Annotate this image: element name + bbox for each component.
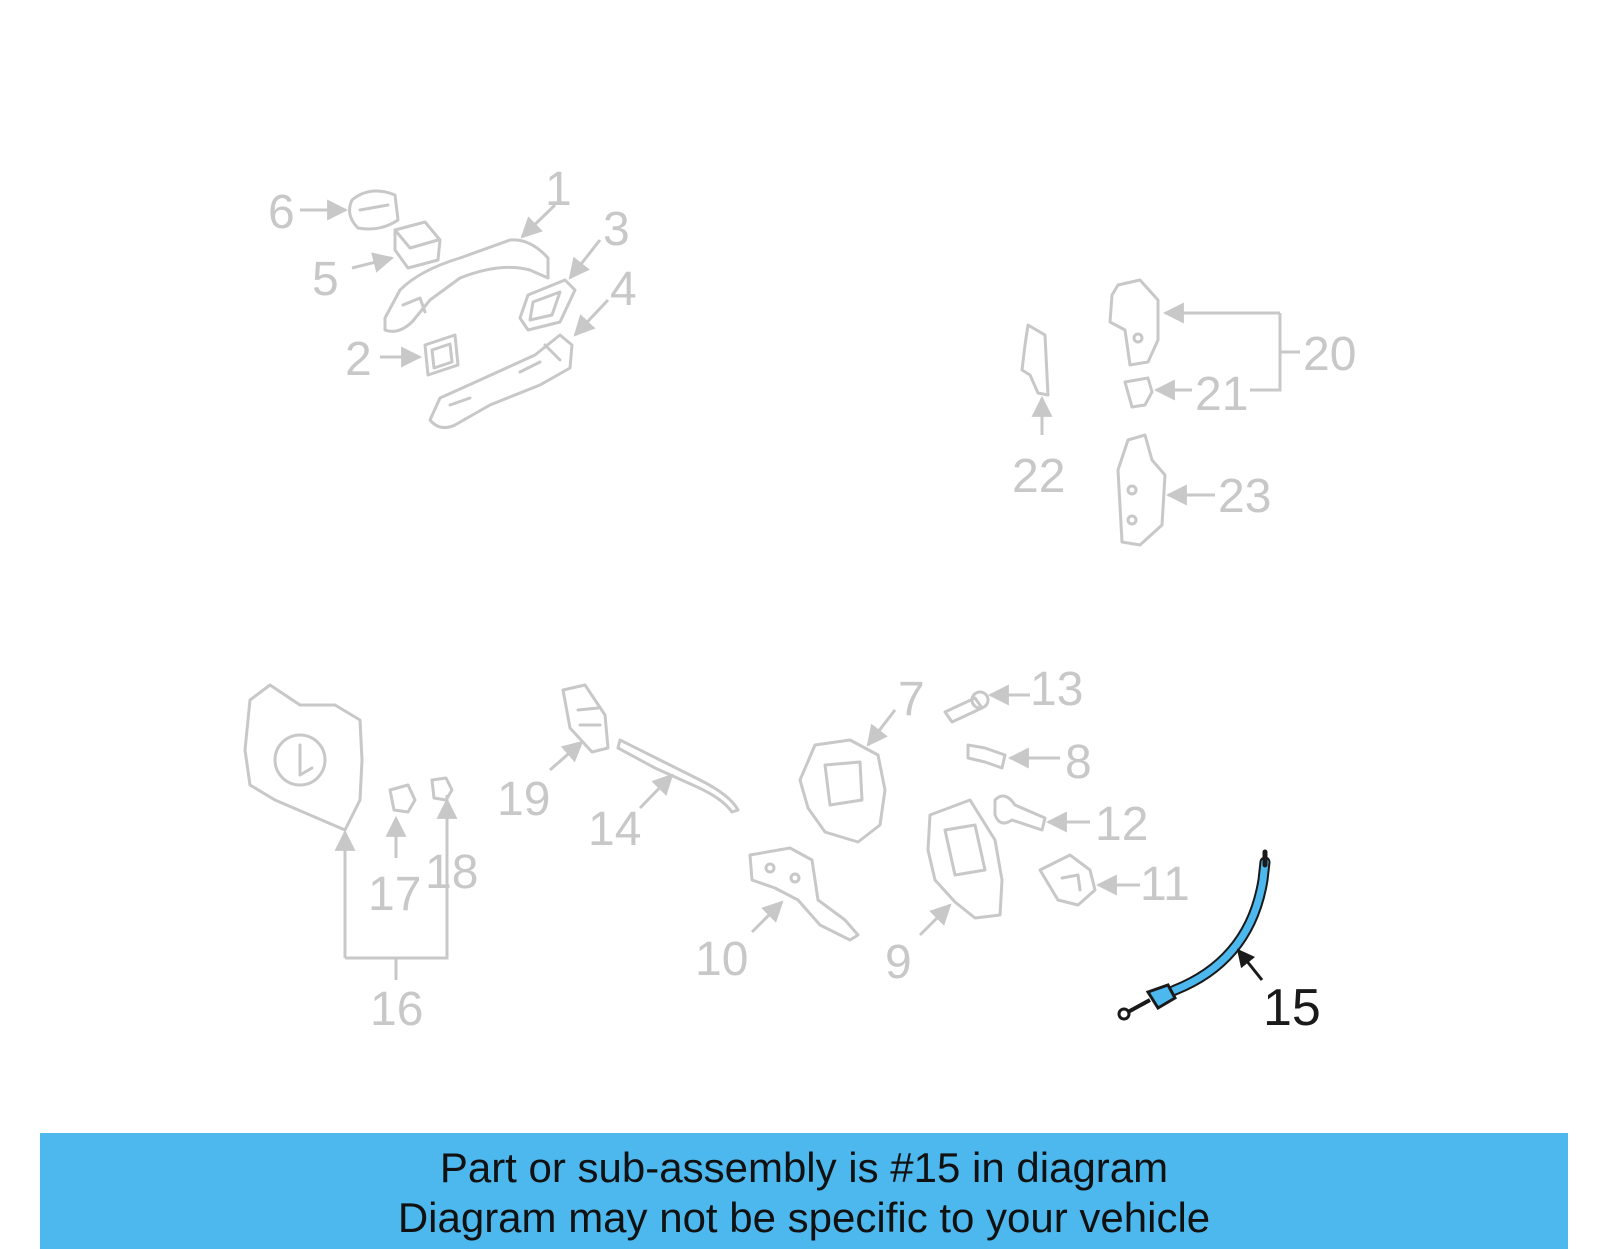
part-21-bushing: 21 — [1123, 368, 1248, 421]
part-12-bolt: 12 — [993, 794, 1148, 851]
callout-3: 3 — [603, 203, 630, 256]
callout-6: 6 — [268, 186, 295, 239]
part-6-handle-cap: 6 — [268, 186, 400, 239]
callout-22: 22 — [1012, 450, 1065, 503]
callout-10: 10 — [695, 933, 748, 986]
callout-18: 18 — [425, 846, 478, 899]
callout-9: 9 — [885, 936, 912, 989]
part-7-latch: 7 — [798, 673, 925, 844]
part-22-bracket: 22 — [1012, 323, 1065, 503]
part-16-lock-module: 16 — [243, 683, 449, 1036]
callout-20: 20 — [1303, 328, 1356, 381]
part-13-screw: 13 — [943, 663, 1083, 724]
callout-5: 5 — [312, 253, 339, 306]
part-18-grommet: 18 — [425, 776, 478, 899]
callout-13: 13 — [1030, 663, 1083, 716]
part-14-rod: 14 — [588, 738, 740, 856]
callout-12: 12 — [1095, 798, 1148, 851]
callout-11: 11 — [1140, 858, 1190, 911]
callout-8: 8 — [1065, 736, 1092, 789]
info-banner: Part or sub-assembly is #15 in diagram D… — [40, 1133, 1568, 1249]
banner-line-2: Diagram may not be specific to your vehi… — [397, 1194, 1211, 1241]
banner-line-1: Part or sub-assembly is #15 in diagram — [439, 1144, 1169, 1191]
callout-2: 2 — [345, 333, 372, 386]
part-1-outer-handle: 1 — [383, 163, 572, 333]
part-4-handle-frame: 4 — [428, 263, 637, 430]
part-20-hinge: 20 — [1108, 278, 1356, 392]
part-19-bracket: 19 — [497, 683, 610, 826]
part-17-grommet: 17 — [368, 783, 421, 921]
part-3-gasket: 3 — [518, 203, 630, 332]
part-15-cable-highlighted[interactable]: 15 — [1117, 849, 1321, 1037]
part-10-bracket: 10 — [695, 846, 860, 986]
callout-19: 19 — [497, 773, 550, 826]
callout-23: 23 — [1218, 470, 1271, 523]
part-2-small-gasket: 2 — [345, 333, 460, 386]
callout-21: 21 — [1195, 368, 1248, 421]
callout-1: 1 — [545, 163, 572, 216]
callout-15: 15 — [1263, 979, 1321, 1037]
part-23-hinge: 23 — [1116, 433, 1271, 547]
callout-16: 16 — [370, 983, 423, 1036]
part-11-cap: 11 — [1038, 853, 1190, 911]
part-5-cap-block: 5 — [312, 220, 442, 306]
callout-17: 17 — [368, 868, 421, 921]
part-9-actuator: 9 — [885, 798, 1004, 989]
part-8-bolt: 8 — [966, 736, 1092, 789]
callout-4: 4 — [610, 263, 637, 316]
callout-14: 14 — [588, 803, 641, 856]
callout-7: 7 — [898, 673, 925, 726]
